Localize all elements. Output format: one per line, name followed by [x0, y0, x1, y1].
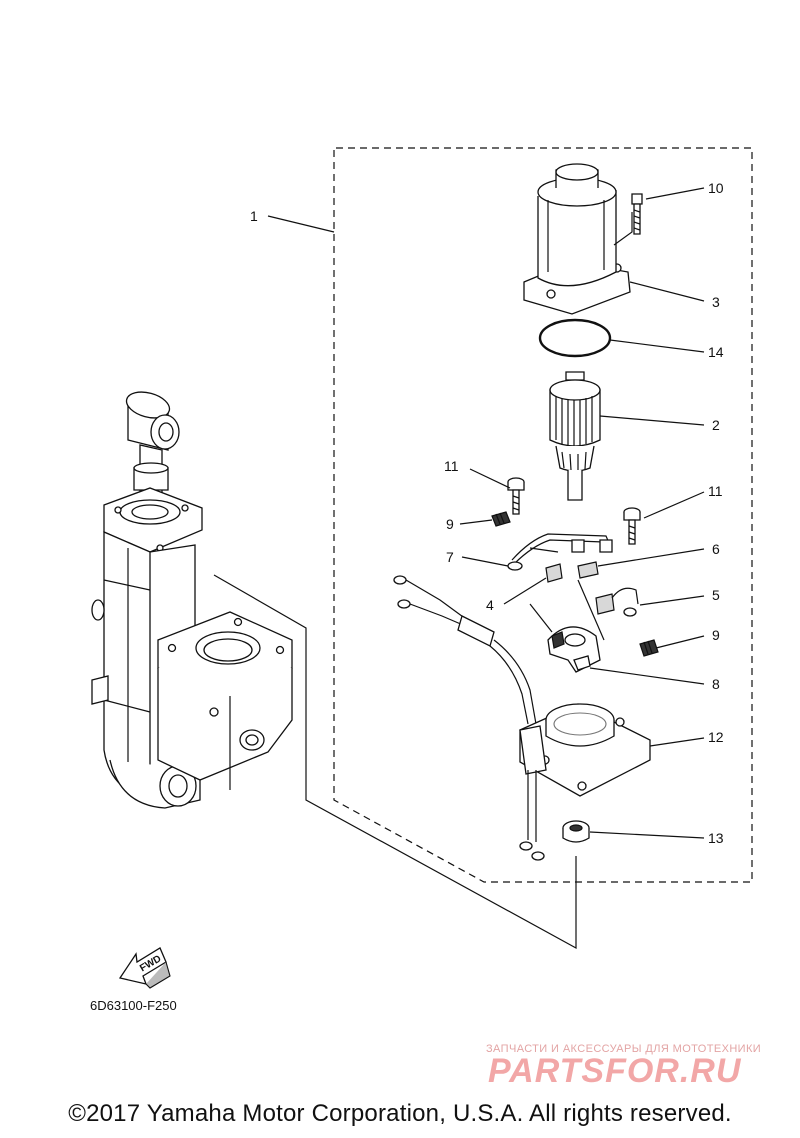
tilt-cylinder-assembly	[91, 391, 293, 809]
fwd-arrow-icon: FWD	[118, 947, 171, 989]
callout-11-right: 11	[708, 483, 723, 499]
block-leader	[213, 574, 577, 950]
callout-6: 6	[712, 541, 720, 557]
watermark-tagline: ЗАПЧАСТИ И АКСЕССУАРЫ ДЛЯ МОТОТЕХНИКИ	[486, 1043, 762, 1055]
brush-holder-upper	[511, 533, 613, 565]
part-10-bolt	[631, 193, 643, 235]
part-2-armature	[549, 371, 601, 501]
part-11-screw-right	[623, 507, 641, 545]
callout-13: 13	[708, 830, 724, 846]
part-5-brush-holder	[595, 587, 639, 617]
assembly-boundary	[333, 147, 753, 883]
part-13-grommet	[562, 820, 590, 843]
callout-11-left: 11	[444, 458, 459, 474]
callout-1: 1	[250, 208, 258, 224]
leader-lines	[267, 187, 705, 839]
callout-12: 12	[708, 729, 724, 745]
callout-5: 5	[712, 587, 720, 603]
callout-8: 8	[712, 676, 720, 692]
part-8-brush-plate	[547, 626, 601, 673]
part-7-washer	[507, 561, 523, 571]
drawing-code: 6D63100-F250	[90, 998, 177, 1013]
part-3-motor	[523, 163, 633, 315]
part-9-spring-left	[491, 511, 511, 527]
callout-10: 10	[708, 180, 724, 196]
copyright-notice: ©2017 Yamaha Motor Corporation, U.S.A. A…	[68, 1100, 732, 1127]
part-9-spring-right	[639, 639, 659, 657]
callout-7: 7	[446, 549, 454, 565]
part-11-screw-left	[507, 477, 525, 515]
callout-3: 3	[712, 294, 720, 310]
callout-14: 14	[708, 344, 724, 360]
part-12-bracket	[519, 703, 651, 861]
callout-2: 2	[712, 417, 720, 433]
part-6-brush	[577, 561, 599, 579]
watermark-logo: PARTSFOR.RU	[488, 1052, 742, 1090]
part-4-brush	[545, 563, 563, 583]
callout-4: 4	[486, 597, 494, 613]
callout-9-left: 9	[446, 516, 454, 532]
callout-9-right: 9	[712, 627, 720, 643]
wiring-harness	[393, 575, 537, 725]
part-14-o-ring	[538, 318, 612, 358]
